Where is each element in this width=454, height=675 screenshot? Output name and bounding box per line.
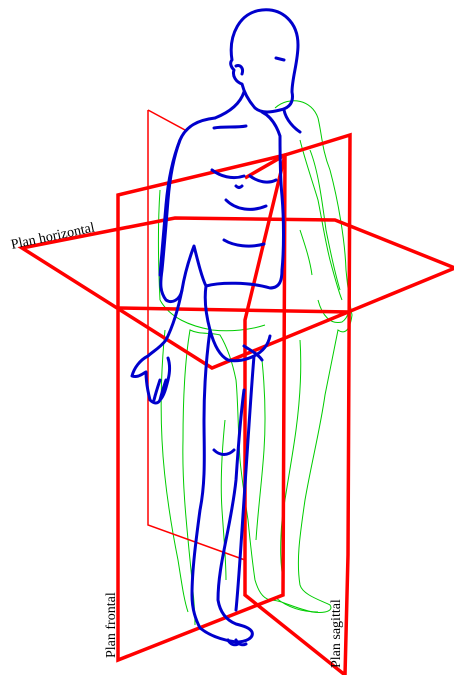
- front-figure-knee: [214, 450, 234, 455]
- front-figure-clavicle: [214, 126, 246, 128]
- back-figure-leg-detail-2: [256, 360, 265, 540]
- frontal-plane-top-edge-thin: [148, 110, 185, 130]
- front-figure-fingers: [154, 380, 166, 400]
- back-figure-foot: [276, 598, 318, 612]
- front-figure-hand: [132, 356, 170, 403]
- front-figure-chest-right: [250, 176, 276, 182]
- back-figure-torso-detail: [300, 230, 312, 275]
- sagittal-plane-label: Plan sagittal: [329, 599, 344, 668]
- frontal-plane: [118, 155, 285, 660]
- horizontal-plane: [22, 218, 454, 368]
- horizontal-plane-label: Plan horizontal: [10, 221, 97, 253]
- back-figure-left-leg: [161, 330, 188, 612]
- sagittal-plane: [245, 135, 350, 675]
- front-figure-ear: [236, 65, 243, 74]
- horizontal-plane-mid-line: [118, 308, 350, 312]
- front-figure-abdomen: [224, 200, 266, 246]
- front-figure-eye: [276, 58, 284, 60]
- frontal-plane-label: Plan frontal: [104, 592, 119, 658]
- front-figure-arm: [160, 140, 180, 275]
- front-figure-nipple: [236, 186, 242, 188]
